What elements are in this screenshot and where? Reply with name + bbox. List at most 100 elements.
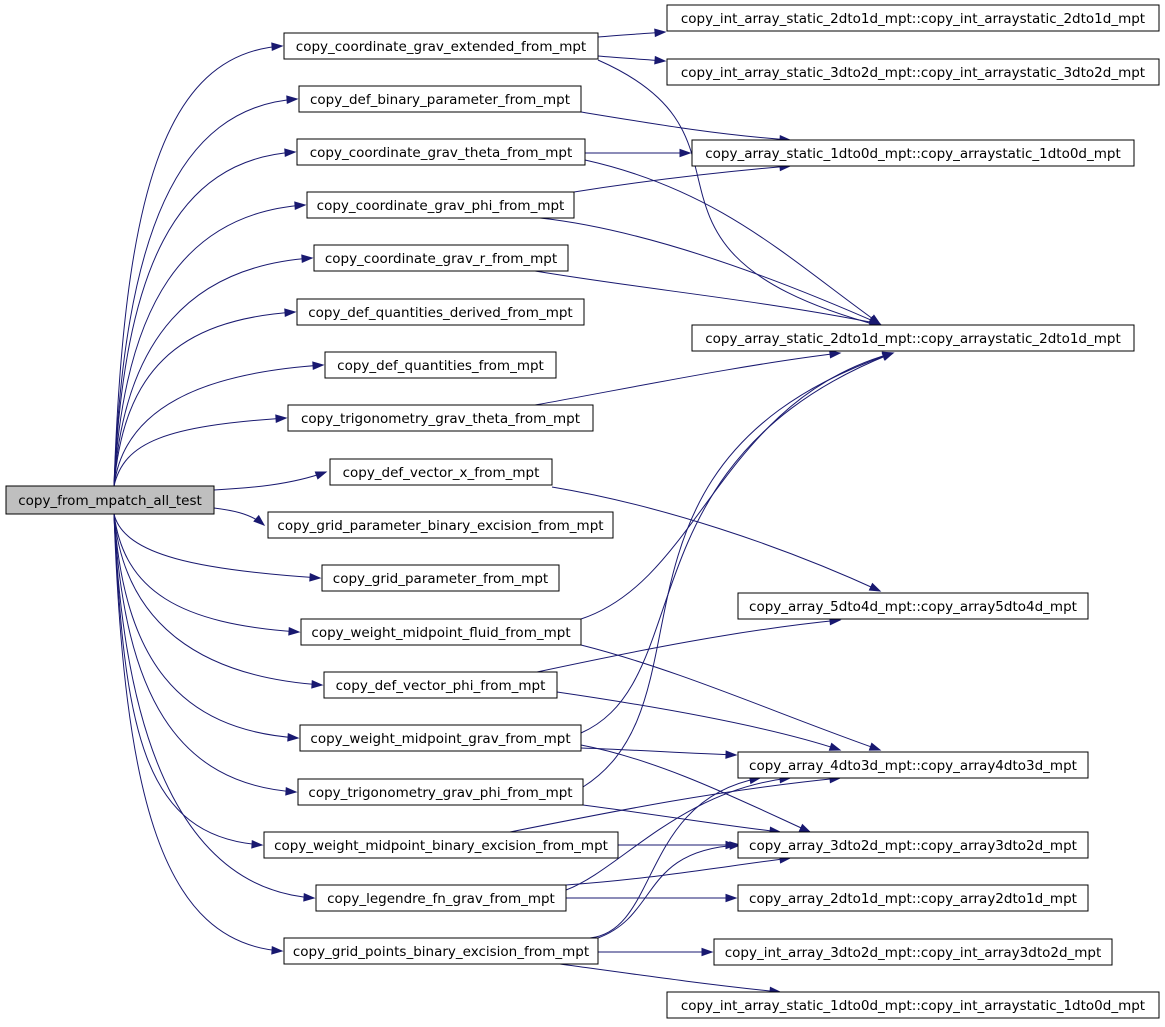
function-node[interactable]: copy_def_quantities_from_mpt — [324, 351, 557, 379]
node-label: copy_coordinate_grav_theta_from_mpt — [310, 145, 573, 161]
function-node[interactable]: copy_weight_midpoint_binary_excision_fro… — [263, 831, 619, 859]
arrowhead-n18-to-t7 — [729, 841, 742, 850]
function-node[interactable]: copy_def_binary_parameter_from_mpt — [298, 85, 582, 113]
function-node[interactable]: copy_coordinate_grav_extended_from_mpt — [283, 32, 599, 60]
node-box[interactable] — [321, 564, 560, 592]
node-label: copy_coordinate_grav_phi_from_mpt — [317, 198, 565, 214]
node-box[interactable] — [283, 937, 599, 965]
function-node[interactable]: copy_weight_midpoint_fluid_from_mpt — [300, 618, 582, 646]
function-node[interactable]: copy_int_array_static_1dto0d_mpt::copy_i… — [666, 991, 1160, 1019]
function-node[interactable]: copy_array_2dto1d_mpt::copy_array2dto1d_… — [737, 884, 1089, 912]
function-node[interactable]: copy_grid_points_binary_excision_from_mp… — [283, 937, 599, 965]
node-label: copy_weight_midpoint_grav_from_mpt — [310, 731, 570, 747]
node-box[interactable] — [329, 458, 553, 486]
node-box[interactable] — [296, 298, 585, 326]
node-box[interactable] — [5, 485, 215, 515]
function-node[interactable]: copy_array_static_1dto0d_mpt::copy_array… — [691, 139, 1135, 167]
edge-root-to-n6 — [113, 311, 296, 487]
edge-n4-to-t4 — [539, 217, 881, 325]
node-box[interactable] — [666, 4, 1160, 32]
arrowhead-n12-to-t6 — [868, 742, 882, 751]
node-box[interactable] — [306, 191, 575, 219]
edge-root-to-n13 — [113, 513, 323, 686]
edge-root-to-n14 — [113, 513, 299, 739]
node-box[interactable] — [297, 778, 584, 806]
edge-n13-to-t6 — [556, 691, 841, 751]
arrowhead-n13-to-t6 — [828, 742, 842, 751]
node-box[interactable] — [691, 139, 1135, 167]
node-label: copy_trigonometry_grav_theta_from_mpt — [301, 411, 580, 427]
arrowhead-root-to-n8 — [275, 414, 288, 424]
node-box[interactable] — [267, 511, 614, 539]
node-label: copy_def_vector_x_from_mpt — [343, 465, 540, 481]
arrowhead-n9-to-t5 — [868, 582, 882, 592]
edge-n9-to-t5 — [551, 486, 881, 592]
node-box[interactable] — [713, 938, 1113, 966]
function-node[interactable]: copy_array_5dto4d_mpt::copy_array5dto4d_… — [737, 592, 1089, 620]
arrowhead-root-to-n2 — [286, 95, 299, 105]
node-box[interactable] — [299, 724, 582, 752]
function-node[interactable]: copy_coordinate_grav_theta_from_mpt — [296, 138, 586, 166]
function-node[interactable]: copy_trigonometry_grav_theta_from_mpt — [287, 404, 594, 432]
function-node[interactable]: copy_def_quantities_derived_from_mpt — [296, 298, 585, 326]
function-node[interactable]: copy_array_4dto3d_mpt::copy_array4dto3d_… — [737, 751, 1089, 779]
node-label: copy_int_array_static_3dto2d_mpt::copy_i… — [681, 65, 1145, 81]
function-node[interactable]: copy_array_3dto2d_mpt::copy_array3dto2d_… — [737, 831, 1089, 859]
edge-root-to-n5 — [113, 257, 313, 487]
function-node[interactable]: copy_grid_parameter_binary_excision_from… — [267, 511, 614, 539]
function-node[interactable]: copy_def_vector_phi_from_mpt — [323, 671, 558, 699]
edge-n14-to-t6 — [580, 747, 737, 756]
function-node[interactable]: copy_weight_midpoint_grav_from_mpt — [299, 724, 582, 752]
arrowhead-root-to-n18 — [271, 945, 284, 955]
node-box[interactable] — [737, 884, 1089, 912]
function-node[interactable]: copy_int_array_static_2dto1d_mpt::copy_i… — [666, 4, 1160, 32]
edge-root-to-n8 — [113, 417, 287, 487]
node-label: copy_int_array_static_2dto1d_mpt::copy_i… — [681, 11, 1145, 27]
function-node[interactable]: copy_def_vector_x_from_mpt — [329, 458, 553, 486]
node-box[interactable] — [263, 831, 619, 859]
node-box[interactable] — [283, 32, 599, 60]
node-box[interactable] — [666, 991, 1160, 1019]
edge-root-to-n2 — [113, 98, 298, 487]
arrowhead-root-to-n14 — [287, 732, 300, 742]
arrowhead-root-to-n13 — [311, 679, 324, 689]
edge-n18-to-t7 — [597, 844, 741, 939]
edge-root-to-n15 — [113, 513, 297, 793]
node-label: copy_grid_points_binary_excision_from_mp… — [293, 944, 589, 960]
arrowhead-root-to-n4 — [294, 201, 307, 211]
edge-n14-to-t4 — [580, 352, 894, 734]
node-box[interactable] — [323, 671, 558, 699]
node-box[interactable] — [666, 58, 1160, 86]
edge-root-to-n17 — [113, 513, 315, 899]
edge-n16-to-t6 — [509, 777, 841, 833]
node-box[interactable] — [296, 138, 586, 166]
function-node[interactable]: copy_coordinate_grav_phi_from_mpt — [306, 191, 575, 219]
function-node[interactable]: copy_legendre_fn_grav_from_mpt — [315, 884, 567, 912]
arrowhead-root-to-n10 — [253, 514, 266, 526]
node-box[interactable] — [300, 618, 582, 646]
node-box[interactable] — [315, 884, 567, 912]
node-box[interactable] — [737, 751, 1089, 779]
function-node[interactable]: copy_grid_parameter_from_mpt — [321, 564, 560, 592]
arrowhead-n15-to-t4 — [881, 352, 895, 361]
function-node[interactable]: copy_int_array_static_3dto2d_mpt::copy_i… — [666, 58, 1160, 86]
function-node[interactable]: copy_array_static_2dto1d_mpt::copy_array… — [691, 324, 1135, 352]
function-node[interactable]: copy_coordinate_grav_r_from_mpt — [313, 244, 569, 272]
edge-n18-to-t10 — [559, 963, 781, 993]
node-box[interactable] — [691, 324, 1135, 352]
edge-n18-to-t6 — [589, 777, 761, 939]
node-box[interactable] — [737, 592, 1089, 620]
node-box[interactable] — [737, 831, 1089, 859]
function-node[interactable]: copy_int_array_3dto2d_mpt::copy_int_arra… — [713, 938, 1113, 966]
node-box[interactable] — [298, 85, 582, 113]
arrowhead-n17-to-t8 — [725, 893, 738, 903]
node-box[interactable] — [324, 351, 557, 379]
node-box[interactable] — [313, 244, 569, 272]
edge-n2-to-t3 — [580, 111, 791, 141]
edge-root-to-n9 — [213, 471, 327, 491]
root-node[interactable]: copy_from_mpatch_all_test — [5, 485, 215, 515]
function-node[interactable]: copy_trigonometry_grav_phi_from_mpt — [297, 778, 584, 806]
node-box[interactable] — [287, 404, 594, 432]
arrowhead-root-to-n1 — [271, 42, 284, 52]
